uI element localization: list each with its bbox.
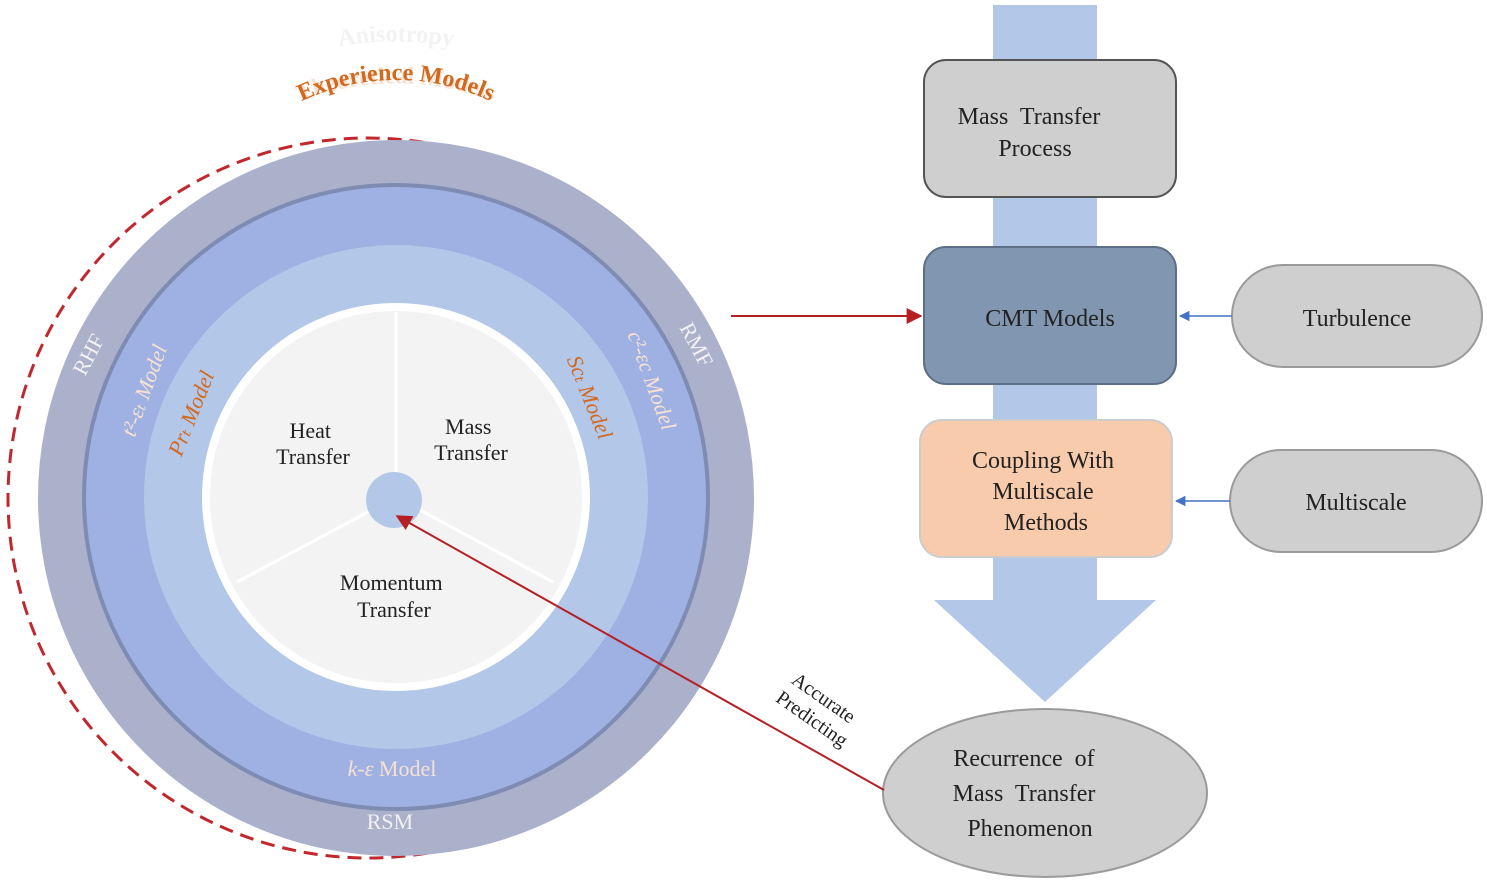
multiscale-label: Multiscale — [1305, 490, 1406, 516]
recurrence-ellipse — [882, 708, 1208, 878]
mass-transfer-label: Mass Transfer — [434, 414, 508, 465]
center-dot — [366, 472, 422, 528]
recurrence-label: Recurrence of Mass Transfer Phenomenon — [953, 746, 1096, 842]
cmt-models-label: CMT Models — [985, 306, 1115, 332]
mass-transfer-process-box — [923, 59, 1177, 198]
ke-model-label: k-ε Model — [348, 756, 437, 781]
cmt-models-box — [923, 246, 1177, 385]
turbulence-label: Turbulence — [1303, 306, 1411, 332]
model-rings: Anisotropy Theoretical Models Experience… — [6, 21, 754, 860]
momentum-transfer-label: Momentum Transfer — [340, 570, 448, 622]
mass-transfer-process-label: Mass Transfer Process — [0, 0, 1142, 162]
heat-transfer-label: Heat Transfer — [276, 418, 350, 469]
rsm-label: RSM — [367, 809, 413, 834]
anisotropy-label: Anisotropy — [336, 21, 456, 52]
coupling-box — [919, 419, 1173, 558]
experience-models-label: Experience Models — [294, 60, 499, 107]
coupling-label: Coupling With Multiscale Methods — [972, 448, 1120, 536]
accurate-predicting-arrow — [395, 515, 885, 791]
accurate-predicting-label: Accurate Predicting — [772, 667, 866, 752]
